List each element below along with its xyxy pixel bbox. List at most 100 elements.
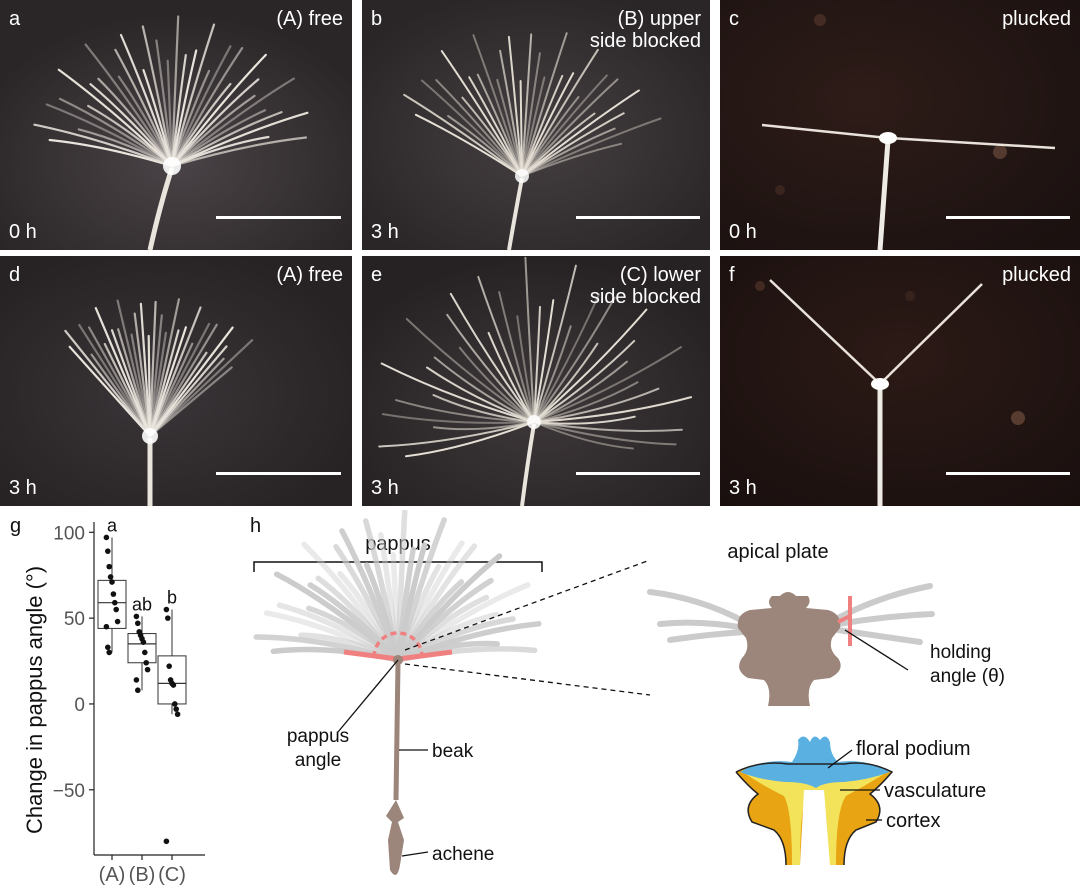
panel-letter: e [371,264,383,286]
data-point [112,599,118,606]
cross-section-diagram [735,736,894,866]
floral-podium-leader [827,749,853,769]
time-label: 3 h [371,477,399,499]
panel-letter: b [371,8,383,30]
x-tick-label: (B) [129,864,156,886]
holding-angle-label-2: angle (θ) [930,666,1005,687]
achene [386,800,404,875]
data-point [174,711,181,718]
y-tick-label: 0 [74,695,85,716]
y-tick-label: −50 [53,781,85,802]
pappus-anatomy-diagram: h pappus pappus angle beak achene apical… [250,507,1005,875]
data-point [113,606,119,613]
panel-d-photo: d (A) free 3 h [0,256,352,506]
condition-label: plucked [1002,8,1071,30]
panel-letter: g [10,515,21,537]
vasculature-label: vasculature [884,780,986,802]
beak [393,661,401,801]
data-point [170,682,177,688]
vasculature [746,768,884,865]
panel-f-photo: f plucked 3 h [720,256,1080,506]
pappus-photo-a [0,0,352,250]
panel-e-photo: e (C) lower side blocked 3 h [362,256,710,506]
data-point [109,579,115,585]
data-point [143,659,149,666]
condition-line-2: side blocked [589,286,701,308]
pappus-angle-label-2: angle [295,750,342,771]
scale-bar [216,472,341,475]
panel-letter: c [729,8,739,30]
condition-line-1: (B) upper [617,8,701,30]
x-tick-label: (C) [158,864,186,886]
data-point [105,548,111,554]
condition-label: (A) free [276,8,343,30]
data-point [163,838,170,845]
beak-label: beak [432,741,474,762]
data-point [172,701,178,707]
cortex-label: cortex [886,810,940,832]
data-point [135,620,141,627]
apical-plate-label: apical plate [727,541,828,563]
significance-letter: ab [132,594,152,614]
plucked-photo-c [720,0,1080,250]
pappus-bracket [253,561,543,572]
condition-label: (C) lower side blocked [590,264,701,308]
pappus-photo-d [0,256,352,506]
data-point [107,574,114,580]
data-point [163,606,170,613]
time-label: 3 h [9,477,37,499]
scale-bar [946,216,1070,219]
box [97,579,127,629]
y-tick-label: 100 [53,523,85,544]
data-point [106,563,112,570]
data-point [103,623,110,630]
floral-podium [740,736,890,788]
plucked-photo-f [720,256,1080,506]
pappus-angle-boxplot: g Change in pappus angle (°) 100500−50(A… [10,515,205,886]
data-point [140,639,147,645]
y-tick-label: 50 [64,609,85,630]
condition-label: (A) free [276,264,343,286]
data-point [133,613,140,620]
data-point [103,534,110,541]
pappus-angle-arc [372,631,424,658]
data-point [110,591,117,597]
panel-letter: f [729,264,735,286]
condition-line-2: side blocked [589,30,701,52]
time-label: 3 h [729,477,757,499]
time-label: 0 h [9,221,37,243]
floral-podium-label: floral podium [856,738,971,760]
condition-line-1: (C) lower [619,264,701,286]
pappus-angle-label-1: pappus [287,726,349,747]
data-point [166,663,172,669]
holding-angle-leader [844,629,909,671]
scale-bar [576,216,700,219]
achene-leader [401,851,429,857]
panel-letter: a [9,8,21,30]
data-point [144,666,151,673]
pappus-photo-b [362,0,710,250]
data-point [133,677,140,683]
achene-label: achene [432,844,494,865]
data-point [114,618,121,625]
zoom-line-top [404,559,651,651]
apical-plate [737,592,841,706]
scale-bar [576,472,700,475]
panel-letter: d [9,264,21,286]
data-point [105,644,111,651]
scale-bar [946,472,1070,475]
zoom-line-bottom [404,663,651,696]
panel-a-photo: a (A) free 0 h [0,0,352,250]
holding-angle-label-1: holding [930,642,991,663]
time-label: 3 h [371,221,399,243]
pappus-photo-e [362,256,710,506]
condition-label: (B) upper side blocked [590,8,701,52]
data-point [106,649,112,656]
data-point [173,706,179,712]
panel-c-photo: c plucked 0 h [720,0,1080,250]
data-point [165,615,171,621]
time-label: 0 h [729,221,757,243]
x-tick-label: (A) [99,864,126,886]
condition-label: plucked [1002,264,1071,286]
